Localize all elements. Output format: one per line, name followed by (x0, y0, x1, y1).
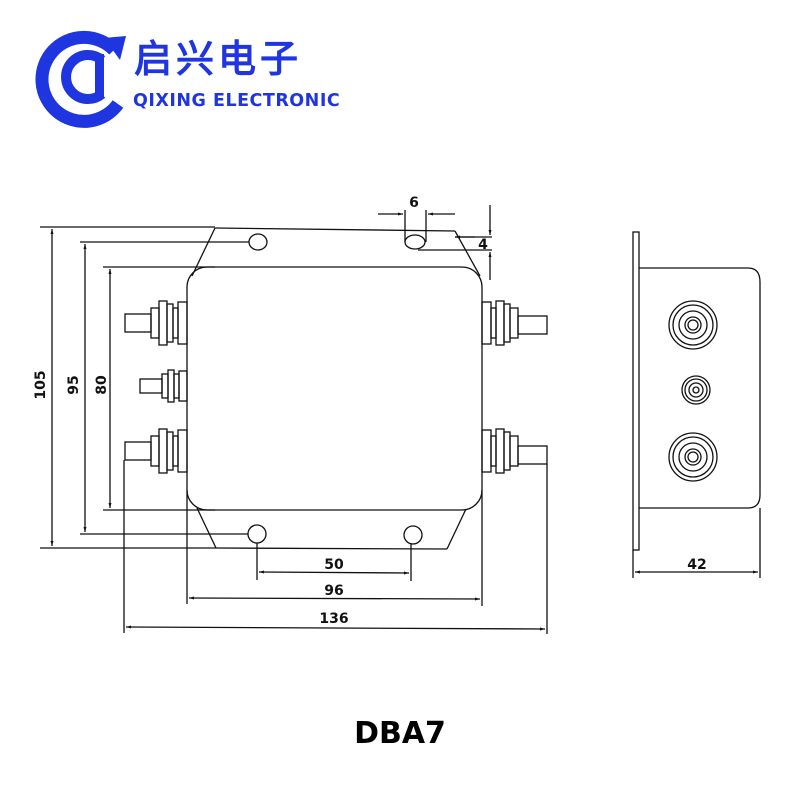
mount-hole (403, 525, 423, 545)
mount-hole (248, 233, 268, 251)
terminal-left-top (124, 300, 188, 346)
side-terminal-bottom (668, 432, 718, 482)
dim-body-height: 80 (94, 375, 110, 395)
dim-hole-spacing-horizontal: 50 (324, 557, 344, 573)
brand-logo (30, 25, 350, 128)
dim-hole-spacing-vertical: 95 (66, 375, 82, 394)
mount-hole (404, 234, 426, 250)
side-terminal-top (668, 300, 718, 350)
dim-body-width: 96 (324, 583, 343, 599)
dim-hole-diameter: 6 (409, 195, 419, 211)
side-view (632, 231, 761, 578)
model-label: DBA7 (354, 716, 446, 751)
dim-total-height: 105 (33, 370, 49, 399)
brand-name-cn: 启兴电子 (134, 37, 303, 81)
side-terminal-mid (681, 375, 711, 405)
brand-name-en: QIXING ELECTRONIC (133, 91, 341, 111)
dim-total-width: 136 (319, 611, 348, 627)
terminal-left-bottom (124, 428, 188, 474)
mount-hole (247, 524, 267, 544)
mounting-plate (191, 227, 481, 550)
circular-arrow-c-logo-icon (35, 30, 126, 128)
dim-hole-offset: 4 (478, 237, 488, 253)
dim-depth: 42 (687, 557, 706, 573)
terminal-right-top (481, 300, 548, 346)
filter-body (186, 266, 483, 511)
terminal-right-bottom (481, 428, 548, 474)
terminal-left-mid (139, 369, 188, 403)
